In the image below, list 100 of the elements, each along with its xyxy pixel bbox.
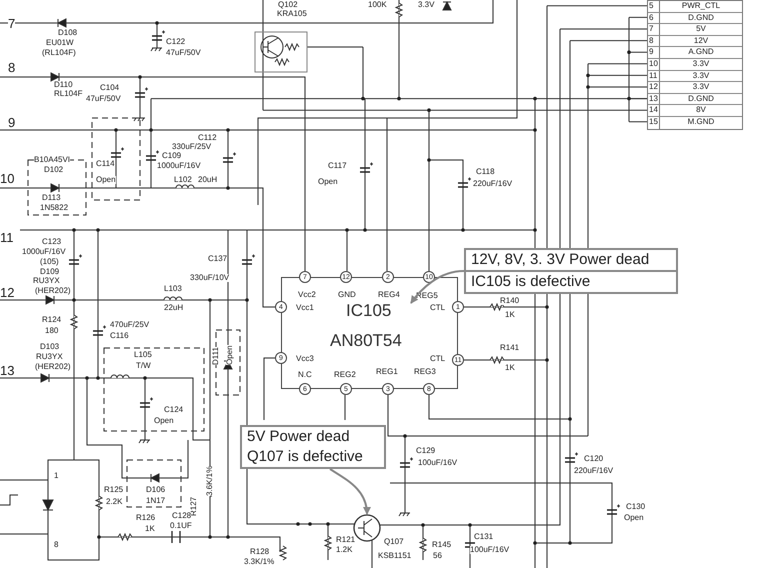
- component-label: D109: [40, 268, 60, 276]
- component-label: 8: [54, 541, 58, 549]
- component-label: 180: [45, 327, 58, 335]
- terminal-number: 13: [0, 364, 14, 377]
- component-label: D106: [146, 486, 166, 494]
- component-label: R128: [250, 548, 270, 556]
- component-label: 1000uF/16V: [157, 162, 201, 170]
- terminal-number: 8: [8, 61, 16, 74]
- component-label: 3.3K/1%: [244, 558, 274, 566]
- pin-label: GND: [338, 291, 356, 299]
- table-cell-text: A.GND: [687, 47, 715, 58]
- component-label: RL104F: [54, 90, 82, 98]
- component-label: 2.2K: [106, 498, 122, 506]
- component-label: 3.6K/1%: [206, 466, 214, 496]
- pin-label: Vcc3: [296, 355, 314, 363]
- component-label: 220uF/16V: [473, 180, 512, 188]
- table-cell-text: M.GND: [686, 116, 716, 128]
- component-label: Open: [226, 345, 234, 365]
- component-label: KRA105: [277, 10, 307, 18]
- component-label: 1K: [505, 311, 515, 319]
- table-cell: 14: [648, 105, 660, 116]
- component-label: Open: [96, 176, 116, 184]
- table-cell-text: D.GND: [687, 94, 715, 104]
- table-cell-text: 5V: [695, 24, 707, 35]
- table-cell: 6: [648, 12, 660, 24]
- component-label: L102: [174, 176, 192, 184]
- component-label: D111: [212, 347, 220, 365]
- component-label: 330uF/10V: [190, 274, 230, 282]
- component-label: 1: [54, 472, 58, 480]
- component-label: 1K: [145, 525, 155, 533]
- pin-label: CTL: [430, 355, 446, 363]
- component-label: Open: [154, 417, 174, 425]
- component-label: C116: [110, 332, 129, 340]
- table-cell-text: PWR_CTL: [680, 1, 722, 12]
- callout-text: 12V, 8V, 3. 3V Power dead: [470, 250, 650, 270]
- component-label: D110: [54, 81, 73, 89]
- terminal-number: 10: [0, 172, 14, 185]
- table-cell: 12: [648, 82, 660, 93]
- component-label: C129: [416, 447, 436, 455]
- callout-arrow: [410, 270, 464, 304]
- component-label: D102: [44, 166, 64, 174]
- pin-label: N.C: [298, 371, 312, 379]
- terminal-number: 11: [0, 231, 14, 244]
- table-cell: 10: [648, 58, 660, 70]
- callout-box: [464, 248, 678, 294]
- component-label: R141: [500, 344, 520, 352]
- callout-arrow: [329, 468, 370, 515]
- component-label: EU01W: [46, 39, 74, 47]
- component-label: 100K: [368, 1, 387, 9]
- component-label: Open: [624, 514, 644, 522]
- component-label: C137: [208, 255, 228, 263]
- pin-label: AN80T54: [330, 332, 402, 349]
- table-cell: 13: [648, 94, 660, 104]
- table-cell: 15: [648, 116, 660, 129]
- component-label: L105: [134, 351, 152, 359]
- table-cell: 9: [648, 47, 660, 58]
- callout-text: 5V Power dead: [246, 427, 351, 447]
- component-label: 47uF/50V: [86, 95, 121, 103]
- component-label: C124: [164, 406, 184, 414]
- component-label: B10A45VI: [34, 156, 70, 164]
- component-label: C109: [162, 152, 182, 160]
- component-label: 100uF/16V: [418, 459, 458, 467]
- component-label: 100uF/16V: [470, 546, 510, 554]
- component-label: R145: [432, 541, 452, 549]
- pin-label: Vcc1: [296, 304, 314, 312]
- component-label: R121: [336, 536, 356, 544]
- terminal-number: 9: [8, 116, 16, 129]
- callout-text: IC105 is defective: [466, 270, 676, 292]
- component-label: 1N5822: [40, 204, 68, 212]
- table-cell: 7: [648, 24, 660, 35]
- callout-box: [240, 425, 386, 469]
- component-label: R124: [42, 316, 62, 324]
- component-label: L103: [164, 285, 182, 293]
- pin-label: Vcc2: [298, 291, 316, 299]
- component-label: 470uF/25V: [110, 321, 150, 329]
- table-cell-text: D.GND: [687, 12, 715, 24]
- component-label: (HER202): [35, 363, 71, 371]
- pin-label: IC105: [346, 302, 392, 319]
- component-label: C130: [626, 503, 646, 511]
- component-label: 1000uF/16V: [22, 248, 66, 256]
- component-label: 220uF/16V: [574, 467, 614, 475]
- component-label: 3.3V: [418, 1, 434, 9]
- component-label: C120: [584, 455, 604, 463]
- component-label: R125: [104, 486, 124, 494]
- component-label: T/W: [136, 362, 151, 370]
- component-label: 1N17: [146, 497, 166, 505]
- component-label: 1.2K: [336, 546, 352, 554]
- component-label: Q107: [384, 538, 404, 546]
- table-cell: 5: [648, 1, 660, 12]
- component-label: 47uF/50V: [166, 49, 201, 57]
- component-label: 22uH: [164, 304, 184, 312]
- component-label: 330uF/25V: [172, 143, 212, 151]
- component-label: 1K: [505, 364, 515, 372]
- component-label: Open: [318, 178, 338, 186]
- component-label: (RL104F): [42, 49, 76, 57]
- terminal-number: 7: [8, 17, 16, 30]
- pin-label: REG4: [378, 291, 400, 299]
- table-cell-text: 3.3V: [692, 58, 710, 70]
- table-cell: 11: [648, 70, 660, 82]
- component-label: 20uH: [198, 176, 218, 184]
